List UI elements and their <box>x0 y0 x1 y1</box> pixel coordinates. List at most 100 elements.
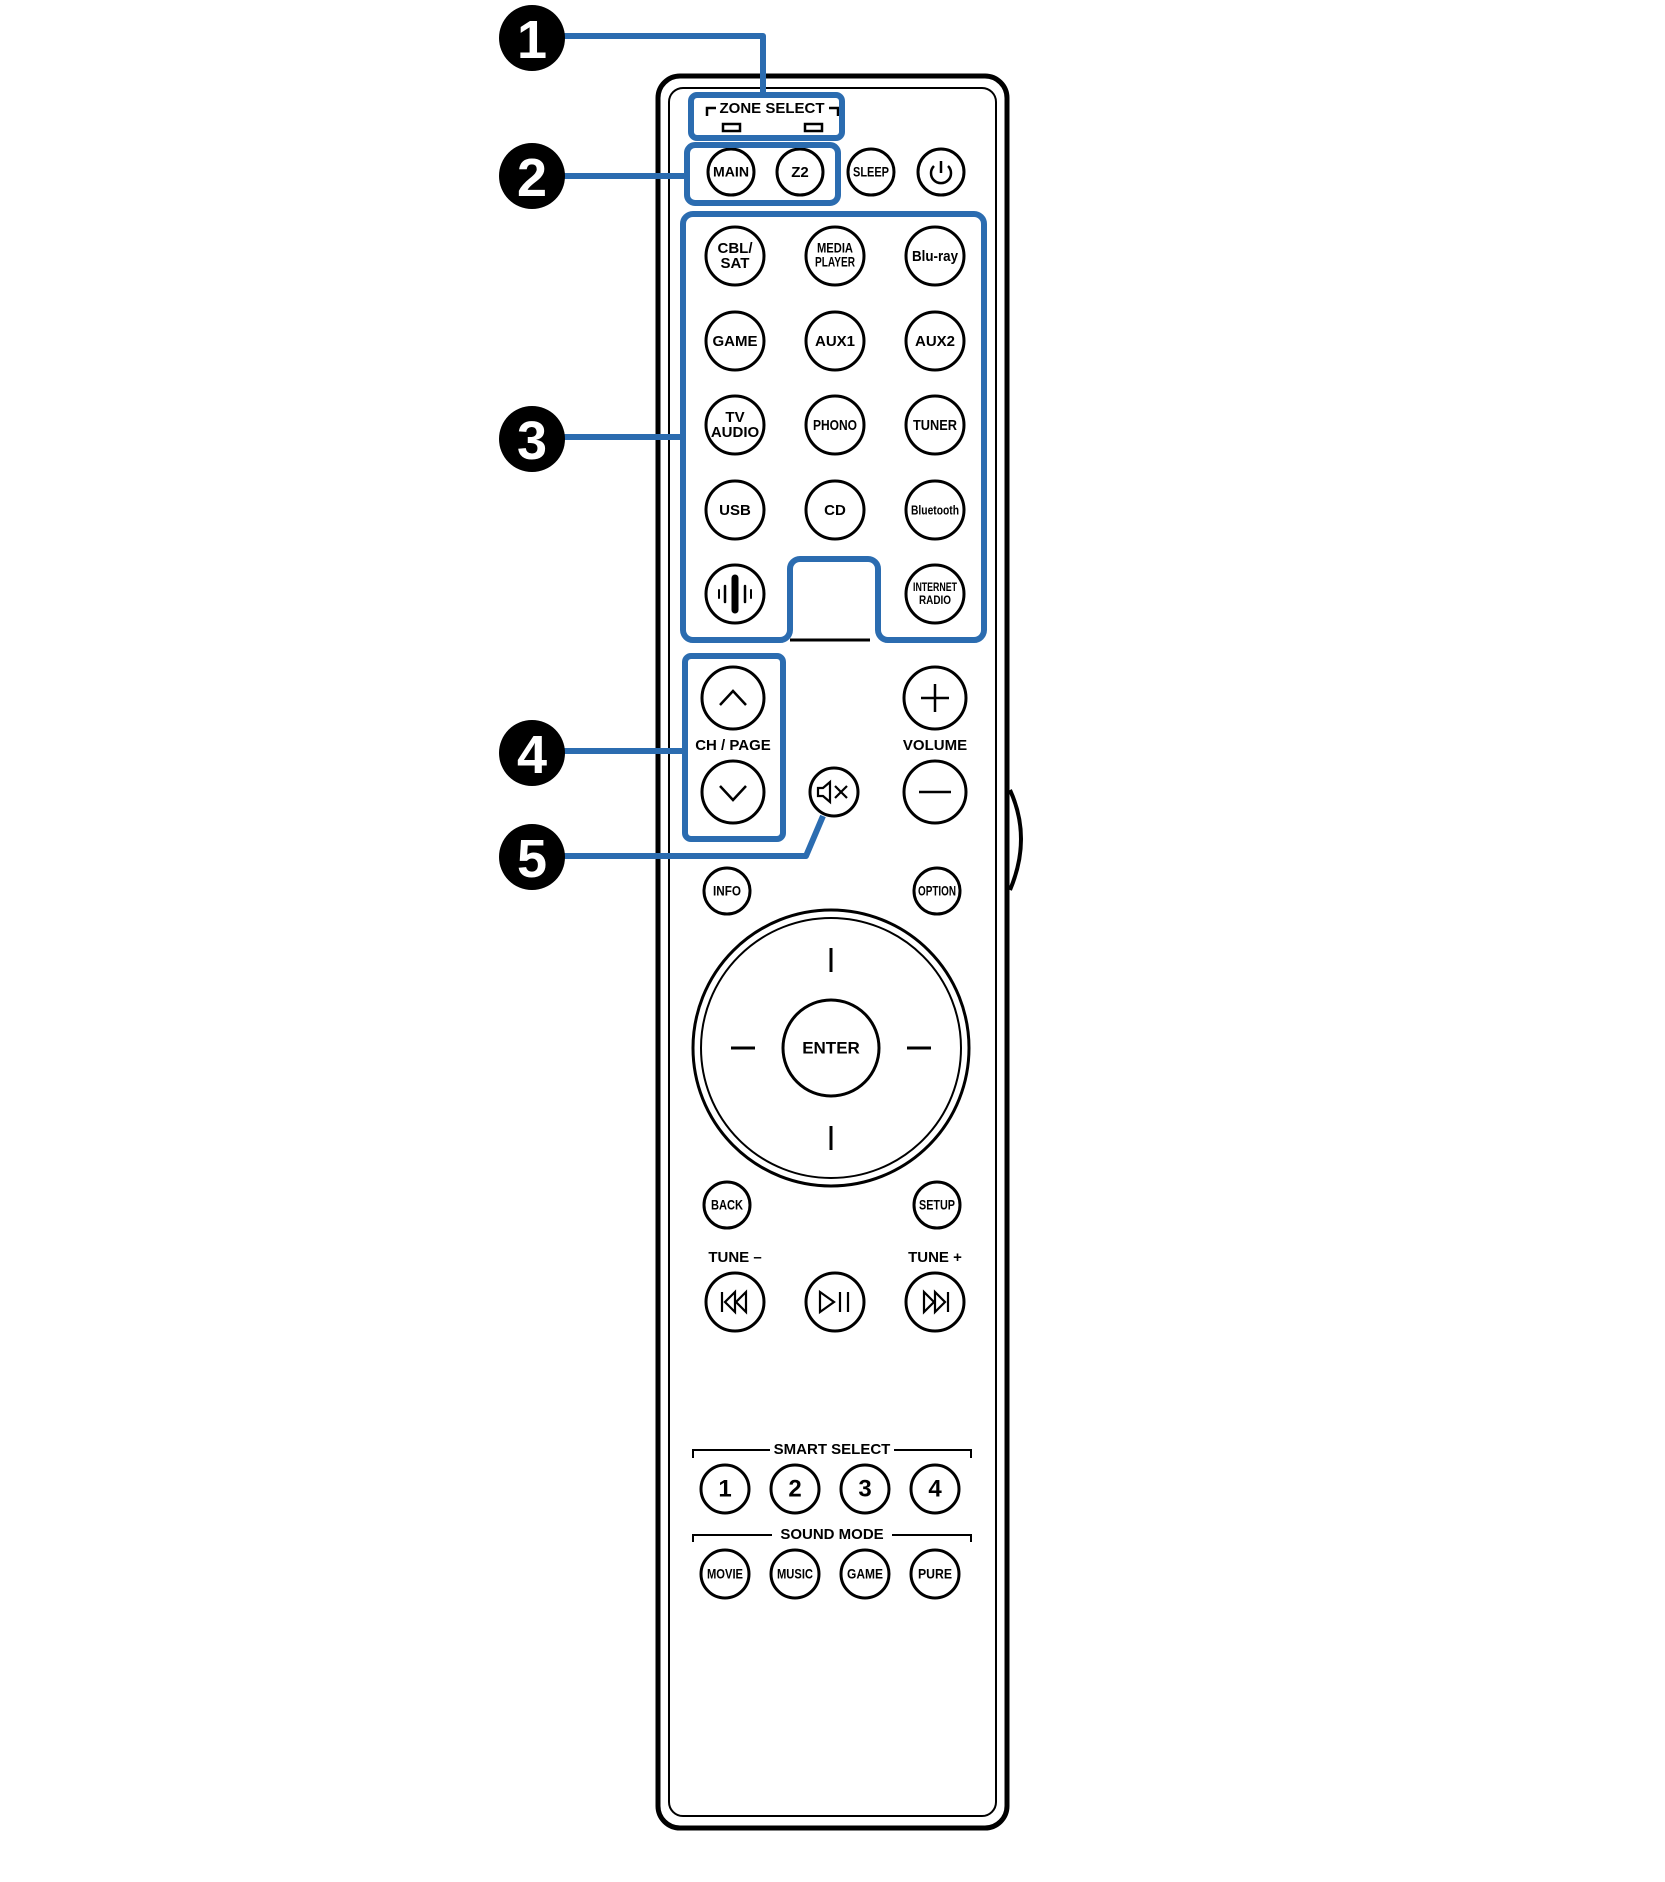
sleep-button[interactable]: SLEEP <box>846 147 896 197</box>
smart-select-1-button[interactable]: 1 <box>699 1463 751 1515</box>
sound-mode-pure-button[interactable]: PURE <box>909 1548 961 1600</box>
setup-button[interactable]: SETUP <box>912 1180 962 1230</box>
option-button[interactable]: OPTION <box>912 866 962 916</box>
source-phono-label: PHONO <box>813 417 857 434</box>
plus-icon <box>921 684 949 712</box>
skip-forward-icon <box>922 1289 950 1315</box>
setup-label: SETUP <box>919 1197 955 1213</box>
callout-badge-3: 3 <box>499 406 565 472</box>
source-game-label: GAME <box>713 333 758 350</box>
ch-page-label: CH / PAGE <box>695 737 771 754</box>
skip-back-button[interactable] <box>704 1271 766 1333</box>
source-usb-button[interactable]: USB <box>704 479 766 541</box>
callout-number-5: 5 <box>517 829 547 889</box>
source-internet-radio-button[interactable]: INTERNET RADIO <box>904 563 966 625</box>
smart-select-1-label: 1 <box>718 1475 731 1502</box>
smart-select-2-label: 2 <box>788 1475 801 1502</box>
enter-button[interactable]: ENTER <box>781 998 881 1098</box>
source-tuner-button[interactable]: TUNER <box>904 394 966 456</box>
sound-mode-pure-label: PURE <box>918 1566 952 1582</box>
source-bluray-label: Blu-ray <box>912 248 959 265</box>
back-label: BACK <box>711 1197 743 1213</box>
option-label: OPTION <box>918 883 956 899</box>
source-aux2-label: AUX2 <box>915 333 955 350</box>
source-player-label: PLAYER <box>815 254 855 270</box>
heos-music-button[interactable] <box>704 563 766 625</box>
highlight-zone-indicators <box>688 92 845 141</box>
source-bluetooth-button[interactable]: Bluetooth <box>904 479 966 541</box>
info-button[interactable]: INFO <box>702 866 752 916</box>
source-media-player-button[interactable]: MEDIA PLAYER <box>804 225 866 287</box>
source-aux1-label: AUX1 <box>815 333 855 350</box>
highlight-source-buttons <box>680 211 987 643</box>
source-usb-label: USB <box>719 502 751 519</box>
play-pause-icon <box>818 1289 850 1315</box>
source-audio-label: AUDIO <box>711 424 760 441</box>
smart-select-3-label: 3 <box>858 1475 871 1502</box>
callout-number-1: 1 <box>517 10 547 70</box>
sound-mode-movie-button[interactable]: MOVIE <box>699 1548 751 1600</box>
zone-z2-indicator <box>803 122 824 133</box>
heos-icon <box>718 574 752 614</box>
enter-label: ENTER <box>802 1038 860 1057</box>
back-button[interactable]: BACK <box>702 1180 752 1230</box>
play-pause-button[interactable] <box>804 1271 866 1333</box>
sound-mode-game-button[interactable]: GAME <box>839 1548 891 1600</box>
chevron-up-icon <box>719 689 747 706</box>
source-aux1-button[interactable]: AUX1 <box>804 310 866 372</box>
zone2-button[interactable]: Z2 <box>775 147 825 197</box>
mute-button[interactable] <box>808 766 860 818</box>
source-sat-label: SAT <box>721 255 750 272</box>
sound-mode-music-button[interactable]: MUSIC <box>769 1548 821 1600</box>
zone-select: ZONE SELECT <box>705 100 840 133</box>
main-zone-label: MAIN <box>713 164 749 180</box>
source-cd-label: CD <box>824 502 846 519</box>
power-button[interactable] <box>916 147 966 197</box>
smart-select-2-button[interactable]: 2 <box>769 1463 821 1515</box>
source-cd-button[interactable]: CD <box>804 479 866 541</box>
source-bluray-button[interactable]: Blu-ray <box>904 225 966 287</box>
source-cbl-sat-button[interactable]: CBL/ SAT <box>704 225 766 287</box>
smart-select-header: SMART SELECT <box>692 1441 972 1458</box>
source-internet-label: INTERNET <box>913 580 957 594</box>
channel-down-button[interactable] <box>700 759 766 825</box>
source-aux2-button[interactable]: AUX2 <box>904 310 966 372</box>
source-tv-audio-button[interactable]: TV AUDIO <box>704 394 766 456</box>
callout-badge-4: 4 <box>499 720 565 786</box>
source-game-button[interactable]: GAME <box>704 310 766 372</box>
chevron-down-icon <box>719 785 747 802</box>
sound-mode-game-label: GAME <box>847 1566 883 1582</box>
callout-highlights <box>680 92 987 842</box>
sound-mode-movie-label: MOVIE <box>707 1566 743 1582</box>
sleep-label: SLEEP <box>853 164 889 180</box>
callout-badge-5: 5 <box>499 824 565 890</box>
smart-select-3-button[interactable]: 3 <box>839 1463 891 1515</box>
callout-number-2: 2 <box>517 148 547 208</box>
source-tuner-label: TUNER <box>913 417 957 434</box>
volume-up-button[interactable] <box>902 665 968 731</box>
volume-down-button[interactable] <box>902 759 968 825</box>
source-bluetooth-label: Bluetooth <box>911 502 959 517</box>
source-phono-button[interactable]: PHONO <box>804 394 866 456</box>
channel-up-button[interactable] <box>700 665 766 731</box>
remote-body-inner <box>668 87 997 1817</box>
volume-label: VOLUME <box>903 737 967 754</box>
zone-main-indicator <box>721 122 742 133</box>
callout-badge-2: 2 <box>499 143 565 209</box>
smart-select-4-button[interactable]: 4 <box>909 1463 961 1515</box>
smart-select-label: SMART SELECT <box>774 1441 891 1458</box>
smart-select-4-label: 4 <box>928 1475 942 1502</box>
mute-icon <box>816 779 848 805</box>
source-radio-label: RADIO <box>919 593 951 607</box>
highlight-channel-buttons <box>682 653 786 842</box>
skip-forward-button[interactable] <box>904 1271 966 1333</box>
callout-leaders <box>558 33 826 859</box>
sound-mode-music-label: MUSIC <box>777 1566 813 1582</box>
tune-plus-label: TUNE + <box>908 1249 962 1266</box>
sound-mode-header: SOUND MODE <box>692 1526 972 1543</box>
source-media-label: MEDIA <box>817 240 853 256</box>
main-zone-button[interactable]: MAIN <box>706 147 756 197</box>
tune-minus-label: TUNE – <box>708 1249 761 1266</box>
zone-select-label: ZONE SELECT <box>719 100 824 117</box>
